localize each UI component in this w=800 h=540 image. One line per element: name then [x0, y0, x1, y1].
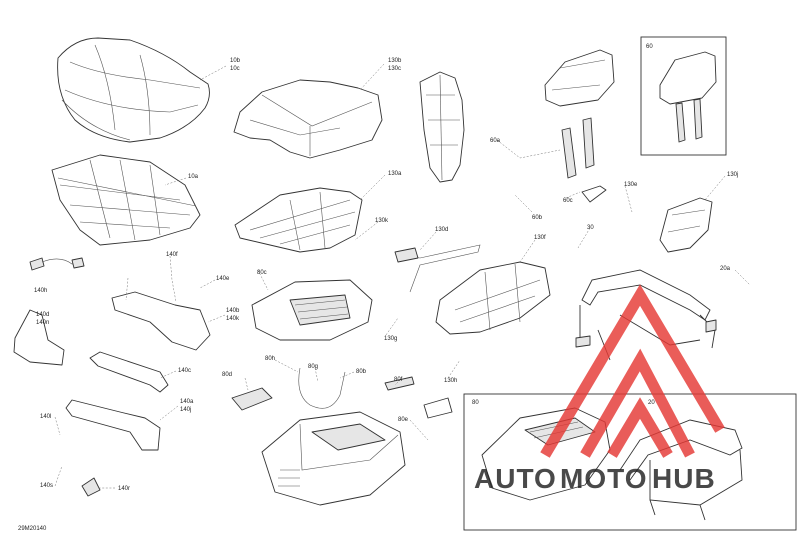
callout-80h: 80h [265, 356, 275, 362]
drawing-number: 29M20140 [18, 526, 47, 532]
seat-base [51, 154, 201, 246]
callout-140n: 140n [36, 320, 49, 326]
clip [81, 477, 101, 497]
arm-bracket [111, 291, 211, 351]
callout-130h: 130h [444, 378, 457, 384]
callout-140b: 140b [226, 308, 240, 314]
callout-140h: 140h [34, 288, 47, 294]
callout-140l: 140l [40, 414, 51, 420]
watermark-text-auto: AUTO [474, 463, 557, 494]
slider-rail [394, 244, 481, 293]
armrest-pad [13, 309, 65, 366]
lower-arm [65, 399, 161, 451]
callout-130b: 130b [388, 58, 402, 64]
inset-inner-label: 20 [648, 400, 655, 406]
watermark-text-moto: MOTO [560, 463, 647, 494]
callout-130e: 130e [624, 182, 638, 188]
callout-10a: 10a [188, 174, 199, 180]
seat-foam [233, 79, 383, 159]
seat-cover [57, 37, 210, 143]
callout-130c: 130c [388, 66, 401, 72]
callout-130j: 130j [727, 172, 738, 178]
callout-140d: 140d [36, 312, 49, 318]
headrest-box-label: 60 [646, 44, 653, 50]
callout-80f: 80f [394, 377, 403, 383]
inset-box-frame [463, 393, 797, 531]
headrest [544, 49, 615, 179]
strip [384, 376, 415, 391]
watermark-logo: AUTO MOTO HUB [474, 284, 725, 494]
seat-frame [435, 261, 551, 335]
watermark-text-hub: HUB [652, 463, 716, 494]
callout-140f: 140f [166, 252, 178, 258]
bracket [581, 185, 607, 203]
callout-labels: 10b 10c 10a 130b 130c 130a 130k 130d 130… [34, 58, 738, 492]
arm-link [89, 351, 169, 393]
watermark-triangle-mark [540, 284, 725, 458]
callout-10b: 10b [230, 58, 241, 64]
callout-10c: 10c [230, 66, 240, 72]
callout-60a: 60a [490, 138, 501, 144]
inset-label: 80 [472, 400, 479, 406]
callout-130f: 130f [534, 235, 546, 241]
callout-80c: 80c [257, 270, 267, 276]
headrest-box: 60 [640, 36, 727, 156]
callout-140j: 140j [180, 407, 191, 413]
callout-60b: 60b [532, 215, 543, 221]
wire-harness [29, 257, 85, 271]
callout-140e: 140e [216, 276, 230, 282]
seat-pan-frame [234, 187, 363, 253]
storage-bin [261, 411, 406, 506]
callout-80b: 80b [356, 369, 367, 375]
callout-130g: 130g [384, 336, 397, 342]
side-panel [659, 197, 713, 253]
callout-130a: 130a [388, 171, 402, 177]
callout-140k: 140k [226, 316, 240, 322]
release-cable [298, 367, 346, 409]
storage-lid [251, 279, 373, 341]
headrest-box-frame [640, 36, 727, 156]
callout-130k: 130k [375, 218, 389, 224]
callout-20a: 20a [720, 266, 731, 272]
callout-130d: 130d [435, 227, 448, 233]
callout-60c: 60c [563, 198, 573, 204]
backrest [419, 71, 465, 183]
callout-140c: 140c [178, 368, 191, 374]
callout-80d: 80d [222, 372, 232, 378]
callout-140a: 140a [180, 399, 194, 405]
callout-80g: 80g [308, 364, 318, 370]
callout-30: 30 [587, 225, 594, 231]
callout-140s: 140s [40, 483, 53, 489]
latch-plate [231, 387, 273, 411]
callout-140r: 140r [118, 486, 130, 492]
pad [423, 397, 453, 419]
leader-lines [54, 63, 751, 489]
callout-80e: 80e [398, 417, 409, 423]
